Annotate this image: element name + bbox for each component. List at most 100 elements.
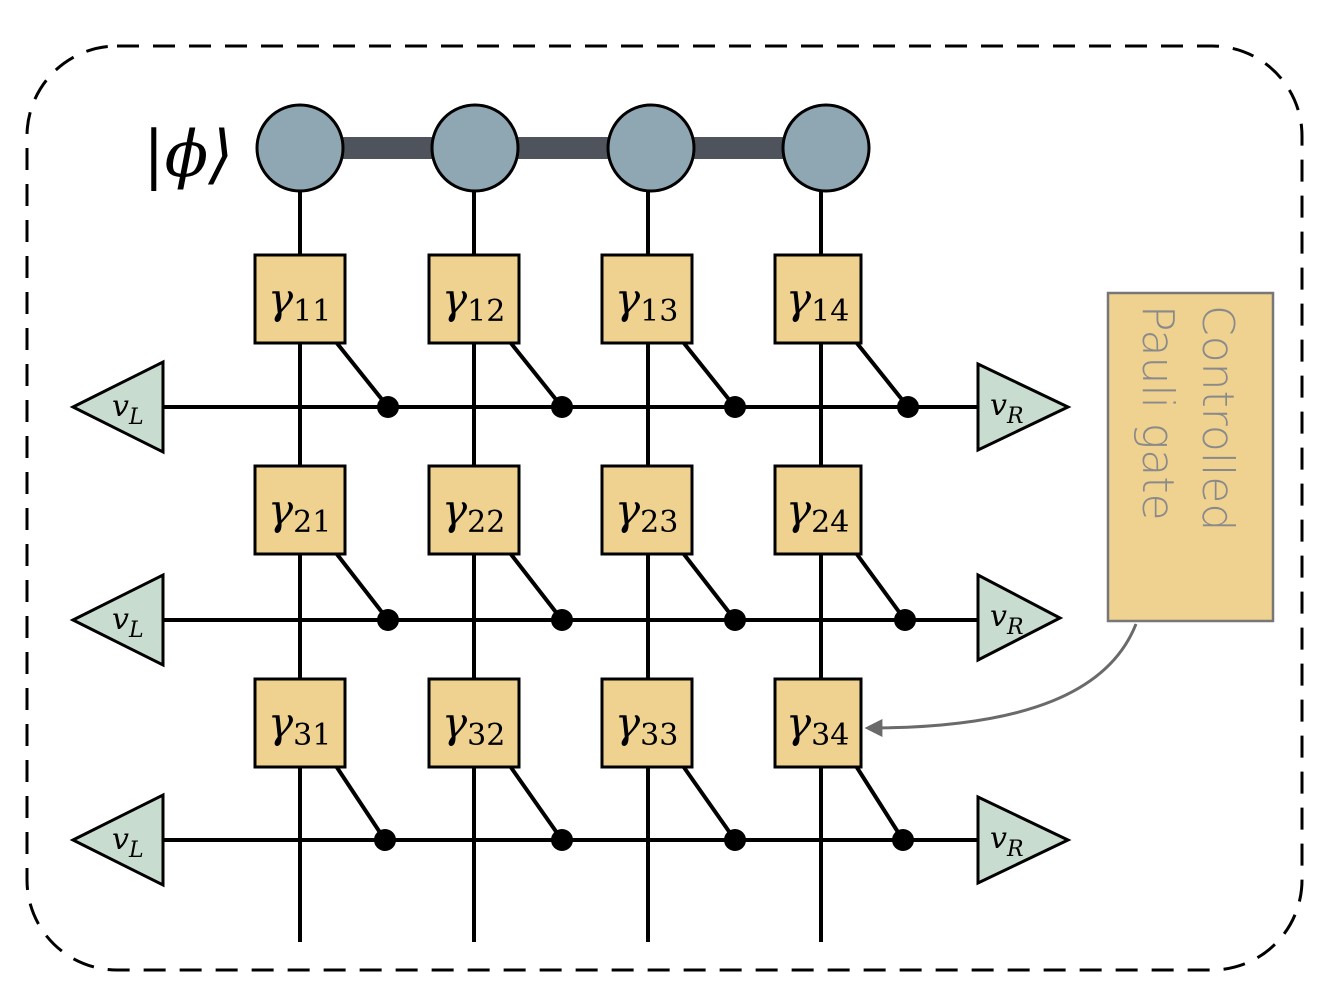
- gate-34: γ34: [773, 677, 863, 769]
- svg-text:γ12: γ12: [442, 274, 505, 329]
- gate-symbol: γ: [442, 274, 468, 323]
- gate-symbol: γ: [786, 485, 812, 534]
- mps-sites: [255, 103, 871, 193]
- control-dot: [724, 609, 746, 631]
- gate-31: γ31: [253, 677, 347, 769]
- gate-index: 23: [640, 505, 678, 540]
- control-line: [508, 764, 564, 842]
- svg-text:γ14: γ14: [786, 274, 849, 329]
- gate-23: γ23: [600, 464, 694, 556]
- right-boundary-3: vR: [976, 794, 1072, 886]
- annotation-line-1: Controlled: [1192, 305, 1243, 531]
- gate-symbol: γ: [442, 698, 468, 747]
- gate-symbol: γ: [442, 485, 468, 534]
- gate-index: 21: [293, 505, 331, 540]
- dashed-frame: [25, 44, 1304, 972]
- state-label: |ϕ⟩: [143, 118, 233, 192]
- control-dot: [892, 829, 914, 851]
- svg-text:vR: vR: [990, 599, 1024, 640]
- svg-text:γ31: γ31: [268, 698, 331, 753]
- gate-11: γ11: [253, 253, 347, 345]
- control-line: [334, 340, 390, 409]
- right-boundaries: vR vR vR: [976, 361, 1072, 886]
- gate-index: 34: [811, 718, 849, 753]
- gate-index: 33: [640, 718, 678, 753]
- gate-index: 32: [467, 718, 505, 753]
- mps-site-1: [255, 103, 345, 193]
- gate-32: γ32: [427, 677, 521, 769]
- left-boundary-1: vL: [69, 359, 165, 455]
- gate-14: γ14: [773, 253, 863, 345]
- gate-symbol: γ: [268, 698, 294, 747]
- control-dot: [551, 829, 573, 851]
- gate-grid: γ11 γ12 γ13 γ14 γ21 γ22 γ23 γ24: [253, 253, 863, 769]
- svg-text:γ22: γ22: [442, 485, 505, 540]
- gate-22: γ22: [427, 464, 521, 556]
- svg-text:γ24: γ24: [786, 485, 849, 540]
- gate-21: γ21: [253, 464, 347, 556]
- gate-index: 22: [467, 505, 505, 540]
- gate-33: γ33: [600, 677, 694, 769]
- svg-text:γ23: γ23: [615, 485, 678, 540]
- svg-text:vR: vR: [990, 821, 1024, 862]
- gate-13: γ13: [600, 253, 694, 345]
- svg-text:γ13: γ13: [615, 274, 678, 329]
- gate-symbol: γ: [786, 698, 812, 747]
- right-boundary-2: vR: [976, 572, 1064, 663]
- right-boundary-1: vR: [976, 361, 1072, 453]
- gate-symbol: γ: [268, 274, 294, 323]
- left-boundary-2: vL: [69, 572, 165, 668]
- control-dot: [724, 829, 746, 851]
- control-line: [334, 551, 390, 622]
- control-dot: [724, 396, 746, 418]
- svg-text:γ11: γ11: [268, 274, 331, 329]
- svg-text:vL: vL: [112, 822, 144, 863]
- control-dot: [894, 609, 916, 631]
- annotation-arrow: [864, 623, 1138, 737]
- svg-text:vL: vL: [112, 602, 144, 643]
- annotation-line-2: Pauli gate: [1132, 305, 1183, 521]
- mps-site-3: [606, 103, 696, 193]
- control-line: [854, 764, 905, 842]
- gate-symbol: γ: [786, 274, 812, 323]
- svg-text:vR: vR: [990, 388, 1024, 429]
- control-dot: [551, 609, 573, 631]
- annotation-box: Controlled Pauli gate: [1106, 291, 1275, 623]
- control-dot: [897, 396, 919, 418]
- control-dot: [551, 396, 573, 418]
- control-links: [334, 340, 919, 851]
- gate-symbol: γ: [615, 485, 641, 534]
- left-boundaries: vL vL vL: [69, 359, 165, 888]
- gate-index: 13: [640, 294, 678, 329]
- svg-text:γ32: γ32: [442, 698, 505, 753]
- control-line: [854, 340, 910, 409]
- gate-symbol: γ: [615, 698, 641, 747]
- mps-site-2: [430, 103, 520, 193]
- left-boundary-3: vL: [69, 792, 165, 888]
- svg-text:γ33: γ33: [615, 698, 678, 753]
- gate-index: 24: [811, 505, 849, 540]
- control-line: [681, 764, 737, 842]
- control-dot: [374, 829, 396, 851]
- gate-index: 14: [811, 294, 849, 329]
- svg-text:γ21: γ21: [268, 485, 331, 540]
- svg-text:vL: vL: [112, 389, 144, 430]
- gate-12: γ12: [427, 253, 521, 345]
- gate-index: 31: [293, 718, 331, 753]
- mps-site-4: [781, 103, 871, 193]
- gate-symbol: γ: [268, 485, 294, 534]
- control-dot: [377, 396, 399, 418]
- gate-index: 12: [467, 294, 505, 329]
- control-line: [854, 551, 907, 622]
- control-line: [508, 551, 564, 622]
- control-line: [508, 340, 564, 409]
- gate-symbol: γ: [615, 274, 641, 323]
- control-dot: [377, 609, 399, 631]
- svg-text:γ34: γ34: [786, 698, 849, 753]
- control-line: [681, 551, 737, 622]
- control-line: [334, 764, 387, 842]
- control-line: [681, 340, 737, 409]
- gate-index: 11: [293, 294, 331, 329]
